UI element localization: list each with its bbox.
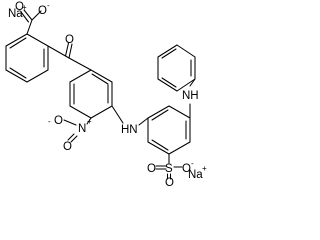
sulfonate-oxygen-charge: -	[191, 159, 194, 168]
amine-nh-right: NH	[182, 90, 199, 102]
sodium-ion-top: Na	[8, 8, 23, 20]
sodium-ion-top-charge: +	[22, 3, 27, 12]
ring-sulfophenyl	[147, 105, 191, 155]
nitro-nitrogen-charge: +	[87, 117, 92, 126]
ring-nitrophenyl	[69, 69, 113, 119]
carboxylate-oxygen: O	[15, 1, 24, 13]
chemical-structure-diagram: Na + O - O O N + O - O HN NH S O O - O N…	[5, 1, 207, 186]
amine-bridge	[111, 105, 149, 126]
ketone-oxygen: O	[65, 34, 74, 46]
carboxylate-group	[20, 9, 42, 35]
ring-phenyl	[157, 44, 196, 92]
sulfonate-oxygen-bottom: O	[165, 177, 174, 186]
carboxylate-oxygen-anion: O	[38, 5, 47, 17]
sulfonate-oxygen-top: O	[147, 163, 156, 175]
amine-nh-left: HN	[121, 124, 138, 136]
sodium-ion-bottom-charge: +	[202, 164, 207, 173]
sulfonate-oxygen-anion: O	[182, 163, 191, 175]
sulfonate-sulfur: S	[165, 163, 173, 175]
sulfonate-group	[155, 153, 183, 180]
nitro-oxygen-charge: -	[48, 117, 51, 126]
carboxylate-oxygen-charge: -	[47, 1, 50, 10]
nitro-group	[63, 117, 92, 143]
nitro-nitrogen: N	[78, 123, 86, 135]
sodium-ion-bottom: Na	[188, 169, 203, 181]
ketone-group	[47, 42, 92, 71]
nitro-oxygen: O	[63, 141, 72, 153]
ring-benzoate	[5, 33, 49, 83]
nitro-oxygen-anion: O	[54, 115, 63, 127]
